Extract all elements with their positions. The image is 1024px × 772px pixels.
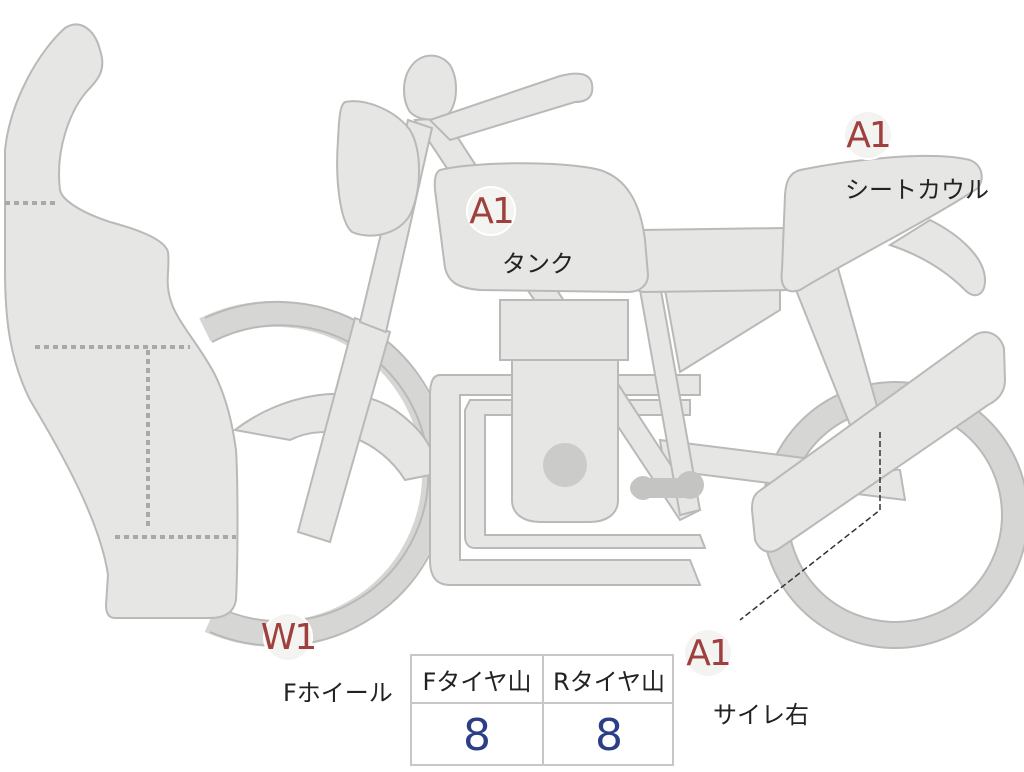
muffler-label: サイレ右 xyxy=(713,701,809,729)
side-cover xyxy=(663,289,781,374)
tank-code-badge: A1 xyxy=(466,186,516,236)
muffler xyxy=(750,331,1007,553)
seat-cowl-label: シートカウル xyxy=(845,176,989,204)
front-tread-header: Fタイヤ山 xyxy=(422,667,532,696)
front-cowl xyxy=(4,23,239,619)
headlight xyxy=(336,100,420,237)
table-divider-vertical xyxy=(542,656,544,764)
front-wheel-code-badge: W1 xyxy=(261,612,317,662)
front-tread-value: 8 xyxy=(463,709,491,761)
rear-tread-header: Rタイヤ山 xyxy=(553,667,665,696)
exhaust-pipe xyxy=(429,374,702,586)
table-divider-horizontal xyxy=(412,702,672,704)
muffler-leader-line xyxy=(739,432,881,621)
engine-block xyxy=(511,359,619,523)
seat-cowl-code-badge: A1 xyxy=(843,110,893,160)
seat xyxy=(631,226,792,294)
rear-tread-value: 8 xyxy=(595,709,623,761)
seat-cowl xyxy=(780,154,983,293)
muffler-code-badge: A1 xyxy=(683,628,733,678)
tire-tread-table: Fタイヤ山 Rタイヤ山 8 8 xyxy=(410,654,674,766)
tail-light xyxy=(887,218,987,297)
engine-cover xyxy=(543,443,587,487)
handlebar xyxy=(428,72,594,142)
tank-label: タンク xyxy=(502,250,574,278)
front-wheel-label: Fホイール xyxy=(283,679,393,707)
engine-head xyxy=(499,299,629,361)
meter xyxy=(403,54,457,121)
